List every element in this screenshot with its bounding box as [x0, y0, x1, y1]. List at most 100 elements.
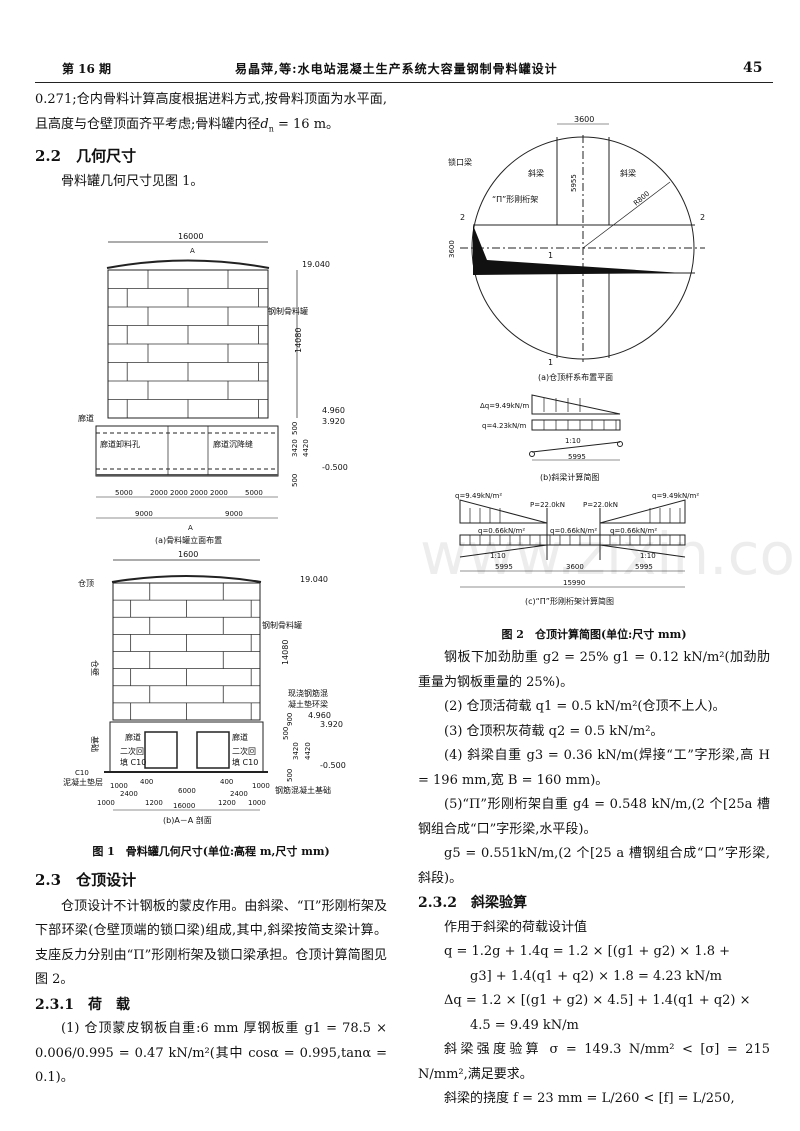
svg-text:3600: 3600 [574, 115, 594, 124]
svg-text:19.040: 19.040 [300, 575, 328, 584]
section-2-2-heading: 2.2 几何尺寸 [35, 146, 137, 165]
svg-text:现浇钢筋混: 现浇钢筋混 [288, 688, 328, 698]
figure-2-caption: 图 2 仓顶计算简图(单位:尺寸 mm) [501, 628, 687, 641]
svg-text:900: 900 [286, 713, 294, 726]
svg-text:q=0.66kN/m²: q=0.66kN/m² [610, 527, 657, 535]
tank-roof [111, 575, 262, 583]
svg-text:廊道卸料孔: 廊道卸料孔 [100, 439, 140, 449]
section-2-3-1-heading: 2.3.1 荷 载 [35, 996, 130, 1013]
svg-text:廊道: 廊道 [125, 732, 141, 742]
svg-text:P=22.0kN: P=22.0kN [530, 501, 565, 509]
load-item-5: (5)“Π”形刚桁架自重 g4 = 0.548 kN/m,(2 个[25a 槽钢… [418, 797, 770, 837]
tank-wall-bricks [108, 269, 268, 418]
svg-text:500: 500 [286, 769, 294, 782]
svg-text:斜梁: 斜梁 [620, 168, 636, 178]
running-title: 易晶萍,等:水电站混凝土生产系统大容量钢制骨料罐设计 [235, 62, 558, 76]
svg-text:2400: 2400 [120, 790, 138, 798]
tank-roof [106, 259, 270, 269]
svg-text:2000: 2000 [150, 489, 168, 497]
figure-2bc-load-diagrams: Δq=9.49kN/m q=4.23kN/m 1:10 5995 (b)斜梁计算… [455, 394, 699, 606]
svg-text:钢制骨料罐: 钢制骨料罐 [268, 306, 308, 316]
svg-text:P=22.0kN: P=22.0kN [583, 501, 618, 509]
svg-text:1600: 1600 [178, 550, 198, 559]
svg-text:二次回: 二次回 [232, 746, 256, 756]
svg-text:3600: 3600 [448, 240, 456, 258]
svg-text:5995: 5995 [568, 453, 586, 461]
svg-text:q=9.49kN/m²: q=9.49kN/m² [652, 492, 699, 500]
svg-text:q=4.23kN/m: q=4.23kN/m [482, 422, 527, 430]
svg-text:14080: 14080 [294, 328, 303, 353]
svg-text:基础: 基础 [90, 736, 100, 752]
svg-text:(b)A－A 剖面: (b)A－A 剖面 [163, 815, 212, 825]
svg-text:3420: 3420 [292, 742, 300, 760]
left-column-bottom: 2.3 仓顶设计 仓顶设计不计钢板的蒙皮作用。由斜梁、“Π”形刚桁架及下部环梁(… [35, 866, 387, 1091]
g5-weight: g5 = 0.551kN/m,(2 个[25 a 槽钢组合成“口”字形梁,斜段)… [418, 846, 770, 886]
load-item-2: (2) 仓顶活荷载 q1 = 0.5 kN/m²(仓顶不上人)。 [444, 699, 726, 714]
svg-text:1200: 1200 [218, 799, 236, 807]
svg-text:填 C10: 填 C10 [120, 757, 146, 767]
svg-text:二次回: 二次回 [120, 746, 144, 756]
svg-text:4420: 4420 [302, 439, 310, 457]
svg-text:500: 500 [291, 474, 299, 487]
svg-text:1:10: 1:10 [640, 552, 656, 560]
svg-text:填 C10: 填 C10 [232, 757, 258, 767]
svg-text:-0.500: -0.500 [322, 463, 348, 472]
svg-text:1:10: 1:10 [565, 437, 581, 445]
svg-text:A: A [190, 247, 195, 255]
figure-2a-roof-plan: 3600 锁口梁 斜梁 斜梁 “Π”形刚桁架 5955 R800 2 2 1 1… [448, 115, 705, 382]
tank-outline [112, 582, 261, 721]
svg-text:5995: 5995 [635, 563, 653, 571]
svg-text:锁口梁: 锁口梁 [448, 157, 472, 167]
svg-text:廊道: 廊道 [78, 413, 94, 423]
figure-1-caption: 图 1 骨料罐几何尺寸(单位:高程 m,尺寸 mm) [92, 845, 330, 858]
tank-wall-bricks [113, 582, 260, 720]
design-load-intro: 作用于斜梁的荷载设计值 [444, 919, 588, 935]
svg-text:钢筋混凝土基础: 钢筋混凝土基础 [275, 785, 331, 795]
stiffener-weight: 钢板下加劲肋重 g2 = 25% g1 = 0.12 kN/m²(加劲肋重量为钢… [418, 650, 770, 690]
svg-text:4.960: 4.960 [322, 406, 345, 415]
svg-text:16000: 16000 [178, 232, 203, 241]
svg-text:1200: 1200 [145, 799, 163, 807]
svg-text:9000: 9000 [135, 510, 153, 518]
load-wedge [473, 225, 682, 275]
equation-dq-line2: 4.5 = 9.49 kN/m [470, 1017, 579, 1033]
svg-text:2: 2 [460, 213, 465, 222]
figure-1b-section: 1600 仓顶 仓壁 基础 钢制骨料罐 14080 19.040 现浇钢筋混 凝… [63, 550, 346, 825]
svg-text:C10: C10 [75, 769, 89, 777]
svg-text:(a)骨料罐立面布置: (a)骨料罐立面布置 [155, 535, 222, 545]
svg-text:4.960: 4.960 [308, 711, 331, 720]
slant-beam-diagram: Δq=9.49kN/m q=4.23kN/m 1:10 5995 (b)斜梁计算… [480, 394, 623, 482]
load-item-3: (3) 仓顶积灰荷载 q2 = 0.5 kN/m²。 [444, 723, 664, 739]
svg-text:16000: 16000 [173, 802, 195, 810]
header-rule [35, 82, 773, 83]
svg-text:3420: 3420 [291, 439, 299, 457]
section-2-3-2-heading: 2.3.2 斜梁验算 [418, 895, 527, 911]
deflection-check: 斜梁的挠度 f = 23 mm = L/260 < [f] = L/250, [444, 1091, 735, 1106]
svg-text:(a)仓顶杆系布置平面: (a)仓顶杆系布置平面 [538, 372, 613, 382]
svg-text:廊道: 廊道 [232, 732, 248, 742]
svg-text:2000: 2000 [210, 489, 228, 497]
svg-text:1000: 1000 [248, 799, 266, 807]
svg-text:2000: 2000 [170, 489, 188, 497]
svg-text:3.920: 3.920 [322, 417, 345, 426]
load-item-1: (1) 仓顶蒙皮钢板自重:6 mm 厚钢板重 g1 = 78.5 × 0.006… [35, 1021, 387, 1085]
svg-text:1: 1 [548, 358, 553, 367]
svg-text:(c)“Π”形刚桁架计算简图: (c)“Π”形刚桁架计算简图 [525, 596, 614, 606]
svg-text:5000: 5000 [245, 489, 263, 497]
svg-text:1000: 1000 [110, 782, 128, 790]
svg-text:5955: 5955 [570, 174, 578, 192]
svg-text:斜梁: 斜梁 [528, 168, 544, 178]
svg-text:-0.500: -0.500 [320, 761, 346, 770]
svg-text:仓壁: 仓壁 [90, 660, 100, 676]
svg-text:500: 500 [282, 727, 290, 740]
svg-text:400: 400 [140, 778, 153, 786]
svg-text:A: A [188, 524, 193, 532]
svg-text:1000: 1000 [252, 782, 270, 790]
svg-text:(b)斜梁计算简图: (b)斜梁计算简图 [540, 472, 599, 482]
pi-truss-diagram: q=9.49kN/m² q=9.49kN/m² P=22.0kN P=22.0k… [455, 492, 699, 606]
strength-check: 斜梁强度验算 σ = 149.3 N/mm² < [σ] = 215 N/mm²… [418, 1042, 770, 1082]
svg-text:凝土垫环梁: 凝土垫环梁 [288, 699, 328, 709]
svg-text:1:10: 1:10 [490, 552, 506, 560]
svg-text:400: 400 [220, 778, 233, 786]
